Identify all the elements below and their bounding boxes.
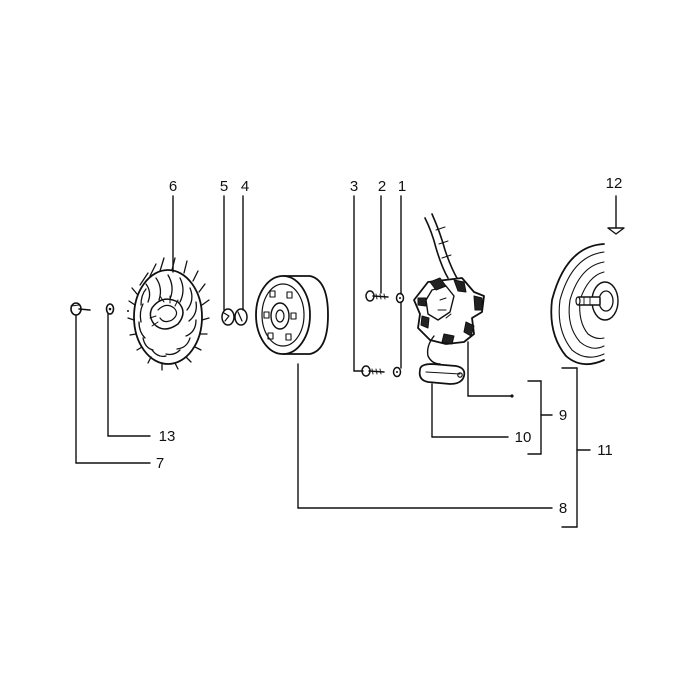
callout-6: 6	[169, 178, 177, 195]
washer-icon	[392, 292, 405, 378]
stator-icon	[413, 213, 485, 345]
coil-icon	[418, 335, 466, 385]
housing-icon	[550, 243, 619, 366]
screw-icon	[361, 290, 389, 377]
callout-4: 4	[241, 178, 249, 195]
rotor-icon	[255, 275, 329, 355]
callout-5: 5	[220, 178, 228, 195]
callout-3: 3	[350, 178, 358, 195]
callout-11: 11	[597, 442, 613, 459]
fan-icon	[127, 257, 210, 371]
washer-icon	[105, 303, 129, 315]
callout-2: 2	[378, 178, 386, 195]
callout-8: 8	[559, 500, 567, 517]
callout-9: 9	[559, 407, 567, 424]
callout-10: 10	[515, 429, 532, 446]
leader-lines	[75, 195, 617, 528]
nut-icon	[70, 302, 91, 316]
callout-1: 1	[398, 178, 406, 195]
pin-icon	[607, 227, 625, 235]
callout-13: 13	[159, 428, 176, 445]
screw-icon	[221, 308, 248, 326]
callout-12: 12	[606, 175, 623, 192]
callout-7: 7	[156, 455, 164, 472]
